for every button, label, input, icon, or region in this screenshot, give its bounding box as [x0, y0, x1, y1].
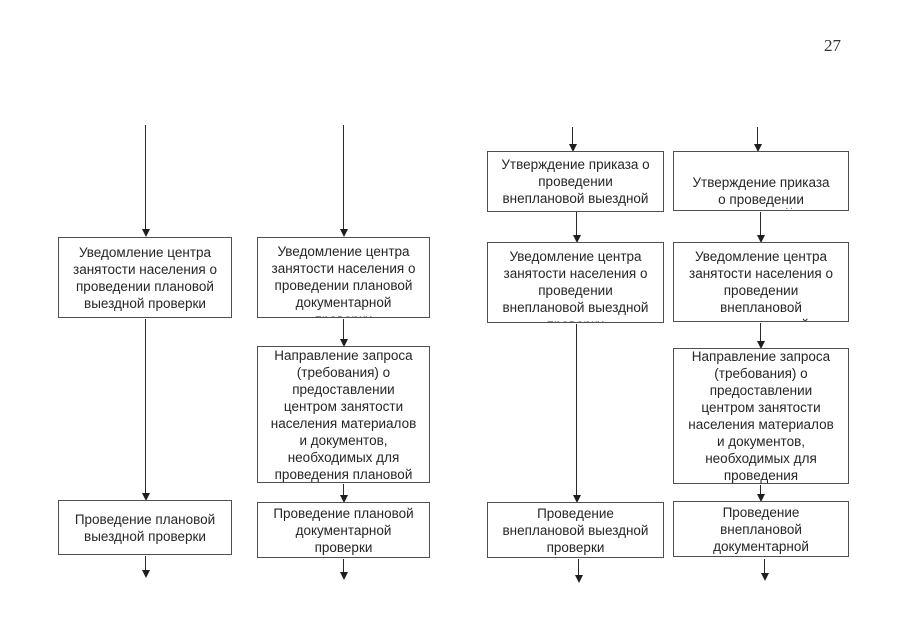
arrow-out-unplanned-onsite [574, 559, 583, 583]
flow-box-planned-onsite-conduct: Проведение плановой выездной проверки [58, 500, 232, 555]
arrow-planned-onsite-notify-to-conduct [141, 319, 150, 501]
flow-box-planned-documentary-conduct: Проведение плановой документарной провер… [257, 502, 430, 558]
arrow-down-into-unplanned-onsite-approve [568, 127, 577, 152]
arrow-unplanned-documentary-notify-to-request [756, 323, 765, 349]
flow-box-planned-onsite-notify: Уведомление центра занятости населения о… [58, 237, 232, 318]
arrow-unplanned-documentary-request-to-conduct [756, 485, 765, 502]
flow-box-unplanned-onsite-approve: Утверждение приказа о проведении внеплан… [487, 151, 664, 212]
flow-box-unplanned-documentary-notify: Уведомление центра занятости населения о… [673, 242, 849, 322]
flow-box-unplanned-onsite-conduct: Проведение внеплановой выездной проверки [487, 502, 664, 558]
arrow-out-unplanned-documentary [760, 559, 769, 581]
arrow-unplanned-onsite-approve-to-notify [572, 212, 581, 243]
arrow-down-into-planned-onsite-notify [141, 125, 150, 237]
page-number: 27 [824, 36, 841, 55]
arrow-out-planned-documentary [339, 559, 348, 580]
flow-box-unplanned-documentary-approve-text: Утверждение приказа о проведении внеплан… [692, 175, 830, 210]
arrow-unplanned-documentary-approve-to-notify [756, 212, 765, 243]
flow-box-planned-documentary-notify: Уведомление центра занятости населения о… [257, 237, 430, 318]
arrow-out-planned-onsite [141, 556, 150, 578]
flow-box-unplanned-onsite-notify: Уведомление центра занятости населения о… [487, 242, 664, 323]
flow-box-unplanned-documentary-request: Направление запроса (требования) о предо… [673, 348, 849, 484]
arrow-planned-documentary-notify-to-request [339, 319, 348, 347]
clipped-text-remnant: .. [785, 201, 795, 211]
arrow-unplanned-onsite-notify-to-conduct [572, 324, 581, 503]
arrow-down-into-unplanned-documentary-approve [753, 127, 762, 152]
arrow-down-into-planned-documentary-notify [339, 125, 348, 237]
arrow-planned-documentary-request-to-conduct [339, 484, 348, 503]
flow-box-planned-documentary-request: Направление запроса (требования) о предо… [257, 346, 430, 483]
flow-box-unplanned-documentary-approve: Утверждение приказа о проведении внеплан… [673, 151, 849, 211]
flow-box-unplanned-documentary-conduct: Проведение внеплановой документарной [673, 501, 849, 557]
